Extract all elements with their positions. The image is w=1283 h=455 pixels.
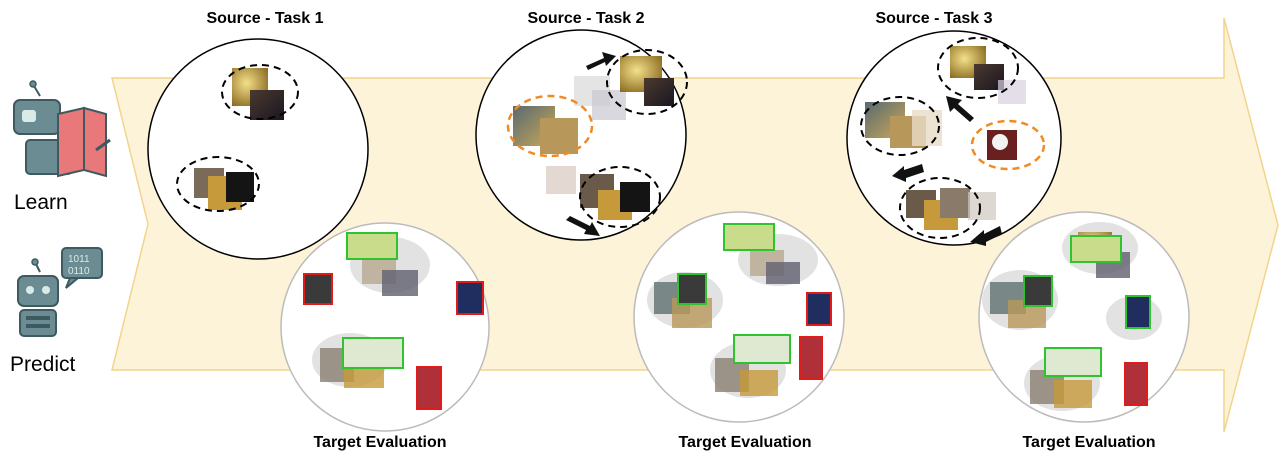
task1-target-content: [303, 232, 484, 410]
task2-banana-cluster: [574, 49, 688, 120]
task1-source-circle: [147, 38, 369, 260]
task2-source-title: Source - Task 2: [527, 10, 644, 27]
task2-target-content: [647, 223, 832, 398]
task3-calculator-cluster: [860, 96, 942, 156]
task1-target-title: Target Evaluation: [313, 434, 446, 451]
task3-mug-cluster: [970, 119, 1046, 171]
svg-text:1011: 1011: [68, 254, 90, 265]
task3-target-content: [982, 222, 1162, 411]
task2-calculator-cluster: [506, 94, 594, 158]
task3-shift-arrows: [892, 96, 1002, 246]
learn-label: Learn: [14, 191, 68, 214]
task2-scissors-cluster: [546, 166, 661, 228]
predict-label: Predict: [10, 353, 76, 376]
task3-target-title: Target Evaluation: [1022, 434, 1155, 451]
task3-source-title: Source - Task 3: [875, 10, 992, 27]
task1-source-title: Source - Task 1: [206, 10, 323, 27]
task3-banana-cluster: [937, 37, 1026, 104]
task2-shift-arrows: [566, 52, 616, 236]
task1-scissors-cluster: [176, 156, 260, 212]
robot-reading-book-icon: [13, 80, 111, 178]
task1-banana-cluster: [221, 64, 299, 120]
svg-text:0110: 0110: [68, 266, 90, 277]
task2-target-title: Target Evaluation: [678, 434, 811, 451]
robot-binary-speech-icon: 1011 0110: [17, 247, 103, 337]
task3-scissors-cluster: [899, 177, 996, 239]
